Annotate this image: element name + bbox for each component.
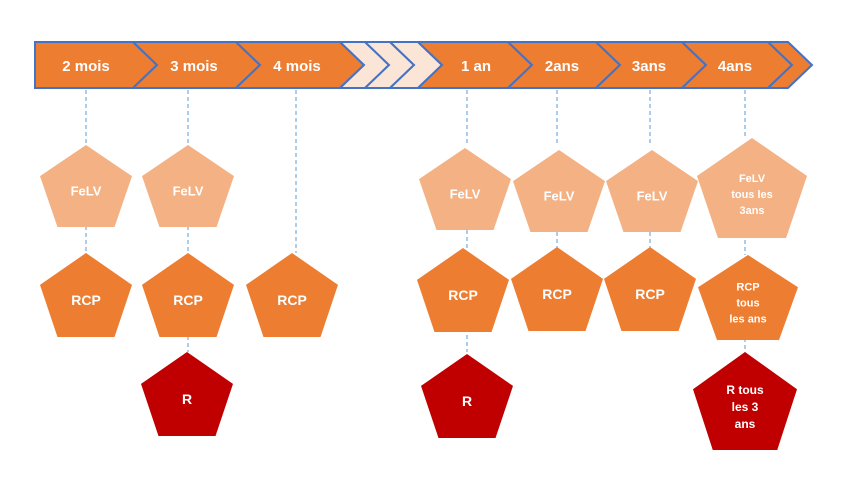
felv-pentagon-shape (142, 145, 234, 227)
felv-pentagon-label: FeLV (71, 183, 102, 198)
connector-lines (85, 90, 746, 353)
r-pentagon-shape (141, 352, 233, 436)
rcp-pentagon: RCP (40, 253, 132, 337)
felv-pentagon: FeLV (606, 150, 698, 232)
r-pentagon-label: R (462, 393, 472, 409)
felv-pentagon: FeLV (142, 145, 234, 227)
rcp-pentagon: RCP (142, 253, 234, 337)
rcp-pentagon-label: RCP (448, 287, 478, 303)
rcp-pentagon-label: RCP (542, 286, 572, 302)
timeline-label: 2 mois (62, 58, 110, 75)
felv-pentagon-shape (419, 148, 511, 230)
timeline-chevron (765, 41, 814, 89)
rcp-pentagon-label: RCP (277, 292, 307, 308)
felv-pentagon-shape (513, 150, 605, 232)
felv-pentagon: FeLV (419, 148, 511, 230)
r-pentagon: R (141, 352, 233, 436)
rcp-pentagon-shape (511, 247, 603, 331)
timeline-label: 1 an (461, 58, 491, 75)
felv-pentagon-label: FeLV (450, 186, 481, 201)
rcp-pentagon: RCP (246, 253, 338, 337)
rcp-pentagon-label: RCP (635, 286, 665, 302)
rcp-pentagon-label: RCP (71, 292, 101, 308)
timeline-arrow: 2 mois 3 mois 4 mois 1 an 2ans 3ans 4ans (34, 41, 814, 89)
r-pentagon-shape (421, 354, 513, 438)
rcp-pentagon: RCP (511, 247, 603, 331)
rcp-pentagon-shape (698, 255, 798, 340)
timeline-label: 2ans (545, 58, 579, 75)
rcp-pentagon-shape (417, 248, 509, 332)
felv-pentagon: FeLV (40, 145, 132, 227)
timeline-label: 3ans (632, 58, 666, 75)
r-pentagon-shape (693, 352, 797, 450)
rcp-pentagon-shape (246, 253, 338, 337)
felv-pentagon-label: FeLV (173, 183, 204, 198)
timeline-label: 4ans (718, 58, 752, 75)
felv-pentagon-label: FeLV (637, 188, 668, 203)
rcp-pentagon: RCP (417, 248, 509, 332)
rcp-pentagon-shape (40, 253, 132, 337)
timeline-label: 3 mois (170, 58, 218, 75)
rcp-pentagon-shape (604, 247, 696, 331)
rcp-pentagon: RCP (604, 247, 696, 331)
felv-pentagon-label: FeLV (544, 188, 575, 203)
felv-pentagon: FeLV (513, 150, 605, 232)
timeline-label: 4 mois (273, 58, 321, 75)
r-pentagon: R (421, 354, 513, 438)
felv-pentagon-shape (40, 145, 132, 227)
felv-pentagon-shape (697, 138, 807, 238)
r-pentagon-label: R (182, 391, 192, 407)
rcp-pentagon-shape (142, 253, 234, 337)
felv-pentagon-shape (606, 150, 698, 232)
rcp-pentagon-label: RCP (173, 292, 203, 308)
